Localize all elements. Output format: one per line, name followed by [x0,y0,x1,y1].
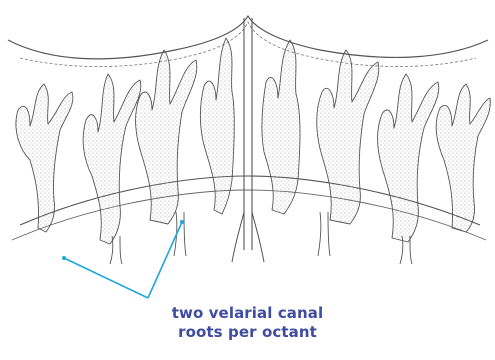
bell-margin-inner [20,22,476,67]
annotation-label: two velarial canal roots per octant [0,304,495,342]
annotation-pointers [62,220,184,298]
central-radial-canal [244,18,252,250]
central-canal-base [232,212,264,262]
annotation-line-2: roots per octant [0,323,495,342]
annotation-line-1: two velarial canal [0,304,495,323]
pointer-dot-left [62,256,66,260]
pointer-dot-right [180,220,184,224]
canal-branches [16,38,490,244]
pointer-line-left [64,258,148,298]
pointer-line-right [148,222,182,298]
